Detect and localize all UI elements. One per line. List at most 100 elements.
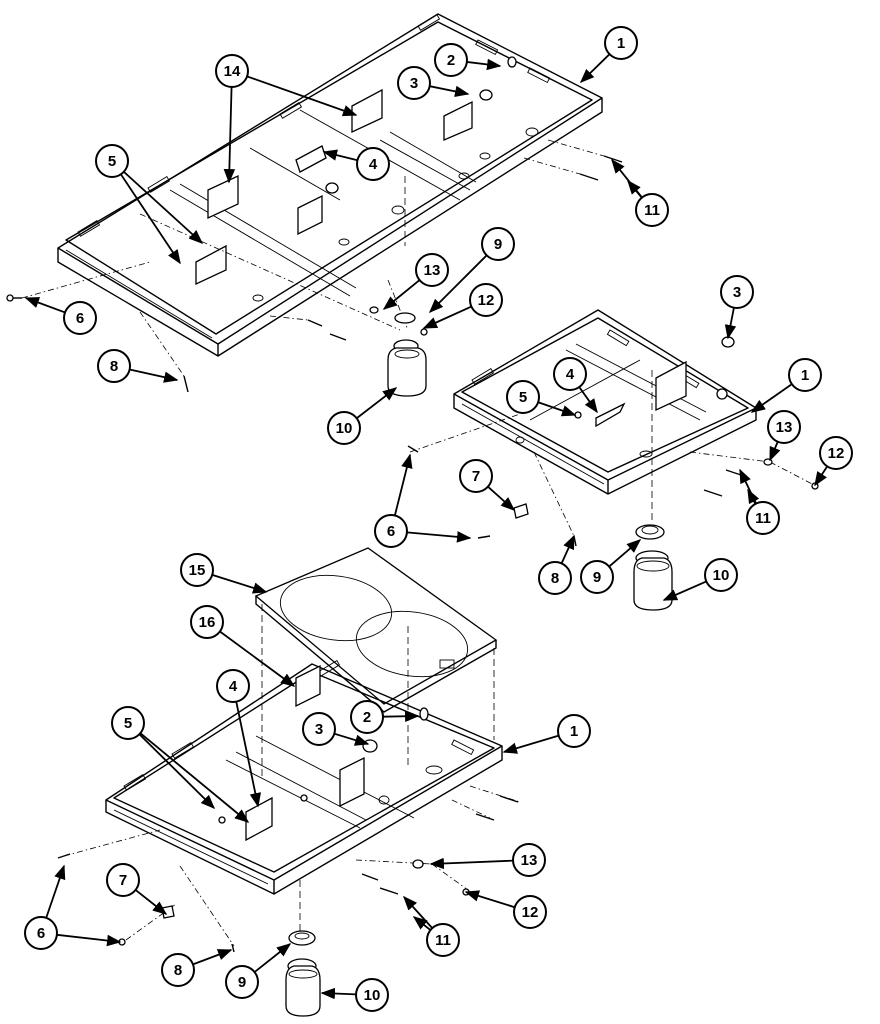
callout-number: 9 (593, 569, 601, 586)
leader-line-25 (211, 574, 268, 594)
leader-line-10 (24, 297, 66, 314)
callout-circle (538, 561, 572, 595)
callout-circle (481, 227, 515, 261)
callout-number: 13 (521, 852, 538, 869)
leader-line-m7-1 (412, 916, 432, 931)
callout-6: 6 (24, 916, 58, 950)
leader-line-7 (428, 254, 488, 314)
callout-14: 14 (215, 54, 249, 88)
callout-circle (767, 410, 801, 444)
leader-line-m3-0 (739, 468, 757, 504)
callout-number: 4 (566, 366, 575, 383)
callout-11: 11 (426, 923, 460, 957)
leader-line-0 (579, 53, 611, 84)
leader-line-m7-0 (403, 895, 433, 929)
callout-13: 13 (415, 253, 449, 287)
callout-number: 7 (119, 872, 127, 889)
leader-line-27 (382, 710, 420, 723)
callout-2: 2 (350, 700, 384, 734)
callout-7: 7 (106, 863, 140, 897)
tray-slots (77, 14, 551, 237)
leader-line-39 (320, 987, 357, 1000)
leader-line-m4-0 (394, 453, 413, 516)
leader-line-m4-1 (406, 531, 472, 543)
callout-number: 9 (494, 236, 502, 253)
leader-line-13 (724, 307, 737, 340)
callout-number: 11 (755, 510, 771, 527)
callout-number: 14 (224, 63, 241, 80)
callout-circle (356, 147, 390, 181)
callout-circle (819, 436, 853, 470)
leader-line-15 (750, 383, 793, 413)
callout-3: 3 (302, 712, 336, 746)
callout-leaders (24, 53, 828, 1000)
leader-line-8 (382, 279, 421, 310)
callout-12: 12 (819, 436, 853, 470)
leader-line-9 (422, 305, 472, 329)
leader-line-m6-0 (45, 864, 66, 919)
callout-number: 5 (108, 153, 116, 170)
cooktop-tray-assembly (57, 547, 521, 1017)
callout-number: 5 (124, 715, 132, 732)
callout-number: 4 (229, 678, 238, 695)
callout-number: 4 (369, 156, 378, 173)
callout-9: 9 (580, 560, 614, 594)
callout-number: 3 (315, 721, 323, 738)
leader-line-34 (464, 890, 515, 909)
callout-number: 10 (364, 987, 381, 1004)
callout-5: 5 (111, 706, 145, 740)
leader-line-m1-0 (123, 171, 204, 244)
callout-circle (24, 916, 58, 950)
callout-circle (355, 978, 389, 1012)
callout-number: 1 (801, 367, 809, 384)
foot-10-bottom (285, 958, 321, 1017)
leader-line-22 (560, 534, 575, 564)
callout-5: 5 (95, 144, 129, 178)
callout-number: 2 (447, 52, 455, 69)
leader-line-m1-1 (120, 173, 181, 265)
callout-circle (604, 26, 638, 60)
leader-line-m2-1 (627, 179, 643, 199)
callout-number: 1 (570, 723, 578, 740)
callout-number: 7 (472, 468, 480, 485)
callout-12: 12 (513, 895, 547, 929)
callout-9: 9 (481, 227, 515, 261)
callout-number: 8 (551, 570, 559, 587)
leader-line-24 (662, 580, 707, 601)
callout-13: 13 (512, 843, 546, 877)
callout-number: 12 (828, 445, 845, 462)
callout-number: 12 (478, 292, 495, 309)
callout-11: 11 (746, 501, 780, 535)
callout-number: 5 (519, 389, 527, 406)
callout-circle (215, 54, 249, 88)
leader-line-m5-1 (139, 732, 250, 823)
callout-8: 8 (538, 561, 572, 595)
leader-line-5 (322, 149, 358, 162)
callout-2: 2 (434, 43, 468, 77)
callout-circle (63, 301, 97, 335)
callout-circle (459, 459, 493, 493)
callout-number: 12 (522, 904, 539, 921)
leader-line-m5-0 (138, 733, 216, 810)
leader-line-m0-1 (223, 86, 236, 184)
screws-11-top (269, 139, 623, 341)
callout-circle (161, 953, 195, 987)
callout-circle (469, 283, 503, 317)
callout-number: 10 (713, 567, 730, 584)
large-tray-assembly (6, 13, 623, 397)
callout-circle (97, 349, 131, 383)
callout-circle (434, 43, 468, 77)
leader-line-1 (466, 58, 502, 71)
callout-11: 11 (635, 193, 669, 227)
callout-number: 15 (189, 562, 206, 579)
leader-line-37 (192, 949, 233, 966)
callout-number: 1 (617, 35, 625, 52)
callout-9: 9 (225, 965, 259, 999)
callout-number: 11 (644, 202, 660, 219)
callout-circle (106, 863, 140, 897)
callout-circle (397, 66, 431, 100)
callout-number: 8 (174, 962, 182, 979)
callout-4: 4 (216, 669, 250, 703)
callout-circle (95, 144, 129, 178)
